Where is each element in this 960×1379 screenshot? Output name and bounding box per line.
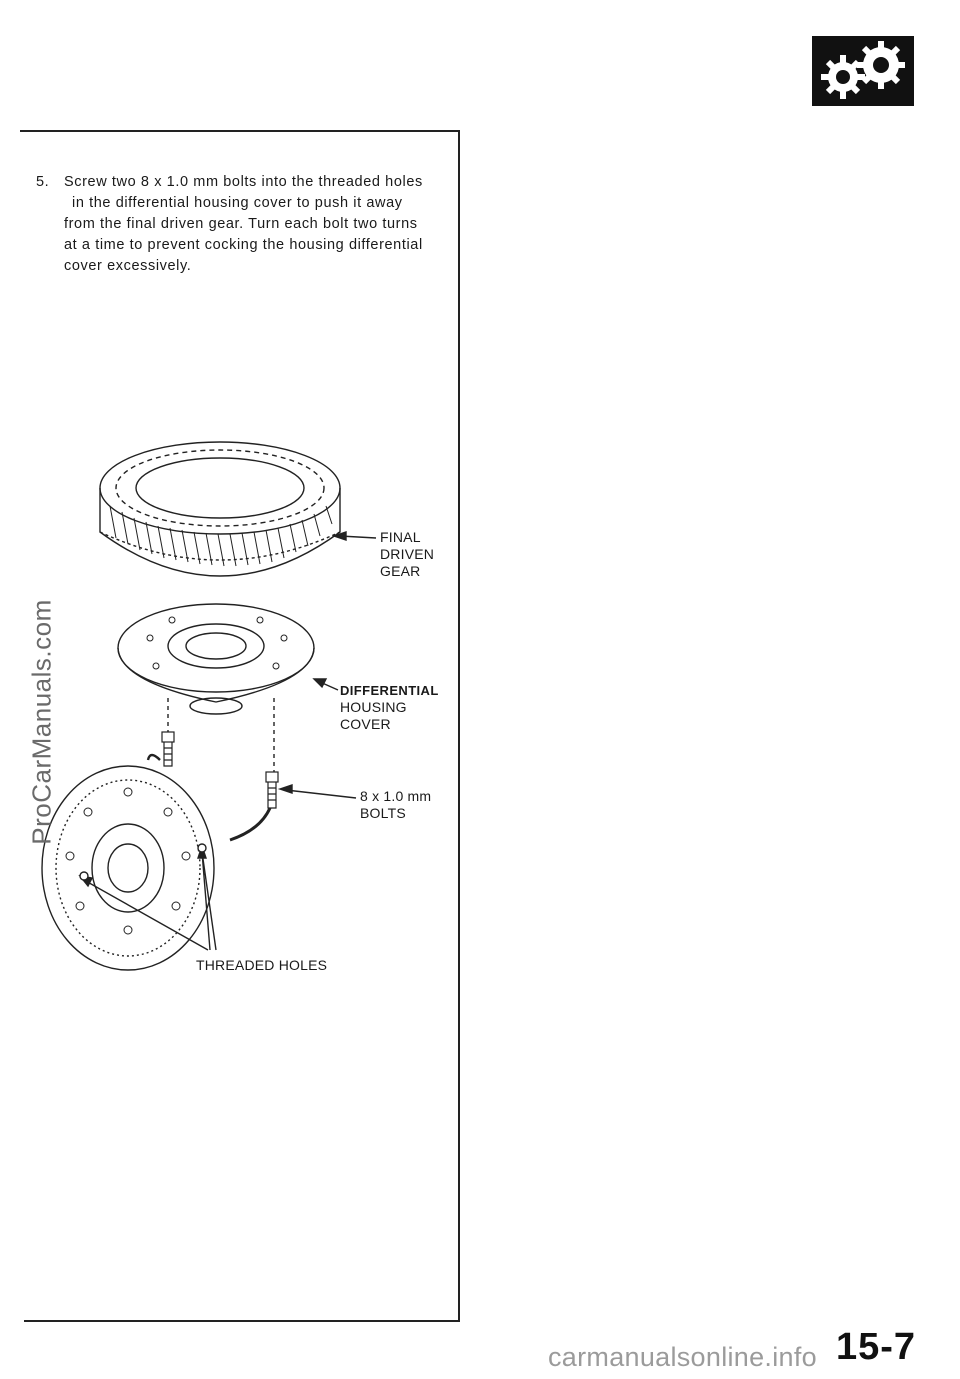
procedure-step: 5. Screw two 8 x 1.0 mm bolts into the t… [36, 172, 436, 277]
top-rule [20, 130, 460, 132]
callout-housing-cover: DIFFERENTIAL HOUSING COVER [340, 682, 439, 733]
leader-lines [78, 531, 377, 951]
callout-line: BOLTS [360, 805, 406, 821]
callout-line: DIFFERENTIAL [340, 683, 439, 698]
callout-line: DRIVEN [380, 546, 435, 562]
callout-bolts: 8 x 1.0 mm BOLTS [360, 788, 431, 822]
column-rule [458, 130, 460, 1322]
step-line: Screw two 8 x 1.0 mm bolts into the thre… [64, 174, 423, 190]
bottom-rule [24, 1320, 460, 1322]
housing-cover-drawing [117, 603, 315, 715]
callout-line: FINAL [380, 529, 421, 545]
callout-line: HOUSING [340, 699, 407, 715]
side-watermark-text: ProCarManuals.com [26, 599, 57, 845]
callout-line: GEAR [380, 563, 421, 579]
step-line: at a time to prevent cocking the housing… [64, 237, 423, 253]
side-watermark: ProCarManuals.com [22, 572, 62, 872]
assembled-differential-drawing [41, 753, 272, 971]
bolt-drawing [161, 731, 279, 809]
final-driven-gear-drawing [99, 441, 341, 577]
callout-line: COVER [340, 716, 391, 732]
section-badge [812, 36, 914, 106]
bottom-watermark: carmanualsonline.info [548, 1342, 817, 1372]
exploded-view-illustration [41, 441, 377, 971]
page-number: 15-7 [836, 1326, 917, 1368]
callout-line: THREADED HOLES [196, 957, 328, 973]
gears-icon [821, 41, 905, 99]
callout-line: 8 x 1.0 mm [360, 788, 432, 804]
callout-final-driven-gear: FINAL DRIVEN GEAR [380, 529, 434, 580]
step-number: 5. [36, 174, 50, 190]
step-line: from the final driven gear. Turn each bo… [64, 216, 418, 232]
step-text: Screw two 8 x 1.0 mm bolts into the thre… [36, 172, 436, 277]
step-line: in the differential housing cover to pus… [72, 195, 403, 211]
step-line: cover excessively. [64, 258, 192, 274]
callout-threaded-holes: THREADED HOLES [196, 957, 327, 974]
